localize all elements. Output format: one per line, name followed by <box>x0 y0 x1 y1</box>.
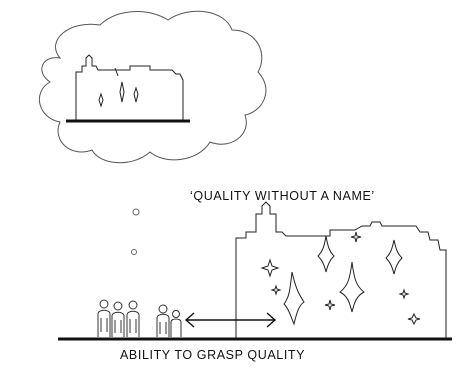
person-2 <box>111 301 125 337</box>
sparkle-small-3 <box>324 299 336 311</box>
person-1 <box>97 299 111 337</box>
sparkle-small-5 <box>407 312 421 326</box>
building-sparkles <box>260 231 421 326</box>
people-group <box>97 299 182 337</box>
cloud-building <box>66 54 190 123</box>
cloud-sparkles <box>98 67 139 108</box>
person-4 <box>156 304 170 337</box>
sparkle-large-1 <box>283 271 305 326</box>
sparkle-mid-1 <box>317 235 335 273</box>
sparkle-large-3 <box>385 239 403 275</box>
thought-dot-1 <box>132 208 140 216</box>
thought-cloud <box>39 10 267 164</box>
person-5 <box>170 310 182 337</box>
sparkle-small-4 <box>398 288 410 300</box>
sparkle-small-2 <box>350 231 362 243</box>
double-arrow <box>184 312 277 328</box>
sparkle-small-1 <box>260 258 280 278</box>
sparkle-small-6 <box>270 284 282 296</box>
large-building <box>235 201 447 338</box>
sparkle-large-2 <box>339 261 365 313</box>
quality-without-a-name-label: ‘QUALITY WITHOUT A NAME’ <box>190 189 375 203</box>
ability-to-grasp-quality-label: ABILITY TO GRASP QUALITY <box>120 348 306 362</box>
thought-dot-2 <box>131 249 137 255</box>
person-3 <box>126 300 140 337</box>
